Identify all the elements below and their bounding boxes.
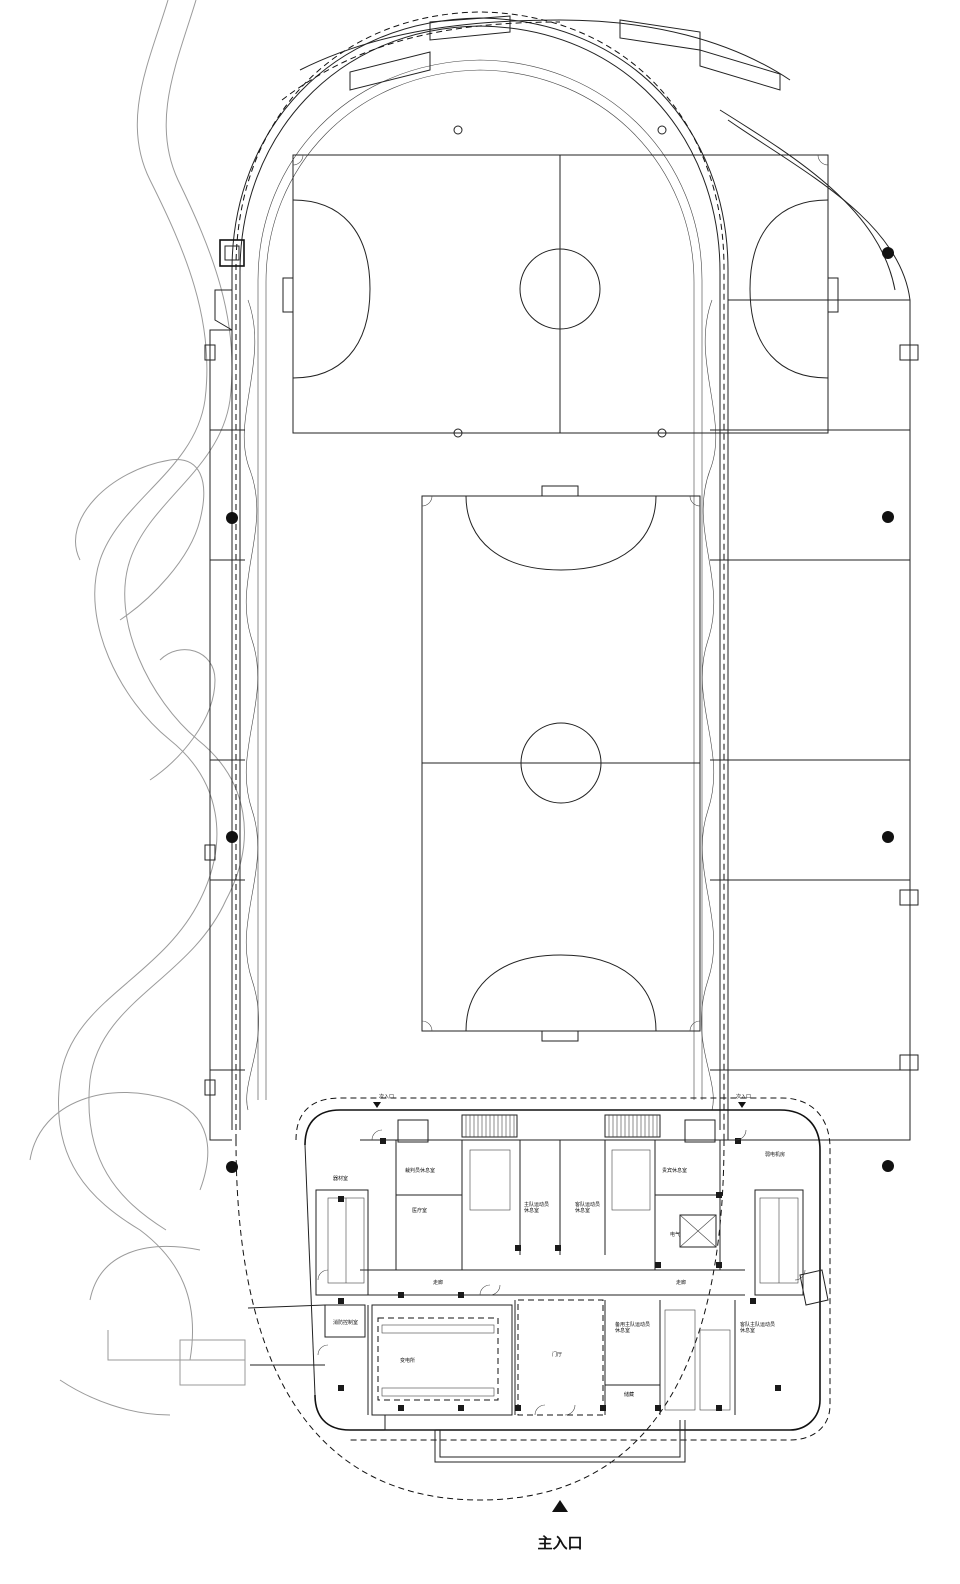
label-corridor-right: 走廊	[676, 1279, 686, 1286]
room-labels: 次入口 次入口 器材室 裁判员休息室 医疗室 主队运动员休息室 客队运动员休息室…	[333, 1093, 785, 1398]
main-entrance-arrow-icon	[552, 1500, 568, 1512]
bleacher-steps-right	[604, 1114, 661, 1138]
label-visiting-team-rest-2: 客队主队运动员休息室	[740, 1321, 775, 1334]
label-substation: 变电所	[400, 1357, 415, 1364]
lower-building	[247, 1097, 831, 1463]
main-entrance: 主入口	[537, 1500, 583, 1552]
label-referee-rest: 裁判员休息室	[405, 1167, 435, 1174]
label-secondary-entrance-left: 次入口	[379, 1093, 394, 1100]
bleacher-steps-left	[461, 1114, 518, 1138]
label-fire-control: 消防控制室	[333, 1319, 358, 1326]
label-visiting-team-rest-1: 备用主队运动员休息室	[615, 1321, 650, 1334]
gate-booth	[219, 239, 245, 267]
football-pitch	[282, 125, 839, 438]
secondary-entrance-arrow-right	[738, 1102, 746, 1108]
label-weak-current-room: 弱电机房	[765, 1151, 785, 1158]
stadium-outer-rings	[204, 11, 919, 1501]
futsal-court	[421, 485, 701, 1042]
site-landscape-lines	[29, 0, 246, 1416]
label-medical-room: 医疗室	[412, 1207, 427, 1214]
label-away-team-rest: 客队运动员休息室	[575, 1201, 600, 1214]
label-corridor-left: 走廊	[433, 1279, 443, 1286]
label-equipment-room: 器材室	[333, 1175, 348, 1182]
stadium-right-shell	[281, 15, 911, 301]
label-guest-rest: 贵宾休息室	[662, 1167, 687, 1174]
main-entrance-label: 主入口	[537, 1534, 582, 1552]
label-home-team-rest: 主队运动员休息室	[524, 1201, 549, 1214]
secondary-entrance-arrow-left	[373, 1102, 381, 1108]
label-lobby: 门厅	[552, 1351, 562, 1358]
label-storage: 储藏	[624, 1391, 634, 1398]
structural-columns	[226, 247, 894, 1173]
label-electrical: 电气	[670, 1231, 680, 1238]
label-secondary-entrance-right: 次入口	[736, 1093, 751, 1100]
